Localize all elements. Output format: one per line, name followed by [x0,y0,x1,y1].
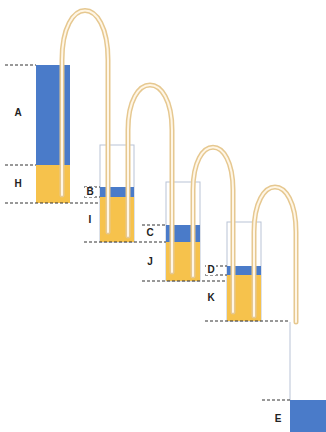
band-label: E [274,414,283,424]
band-label: D [206,265,215,275]
band-label: B [85,187,94,197]
tank [36,65,326,432]
siphon-tube [62,11,296,323]
level-line [5,65,290,400]
band-label: A [13,108,22,118]
band-label: I [88,215,93,225]
band-label: C [145,228,154,238]
band-label: H [13,179,22,189]
band-label: J [146,257,154,267]
band-label: K [206,293,215,303]
